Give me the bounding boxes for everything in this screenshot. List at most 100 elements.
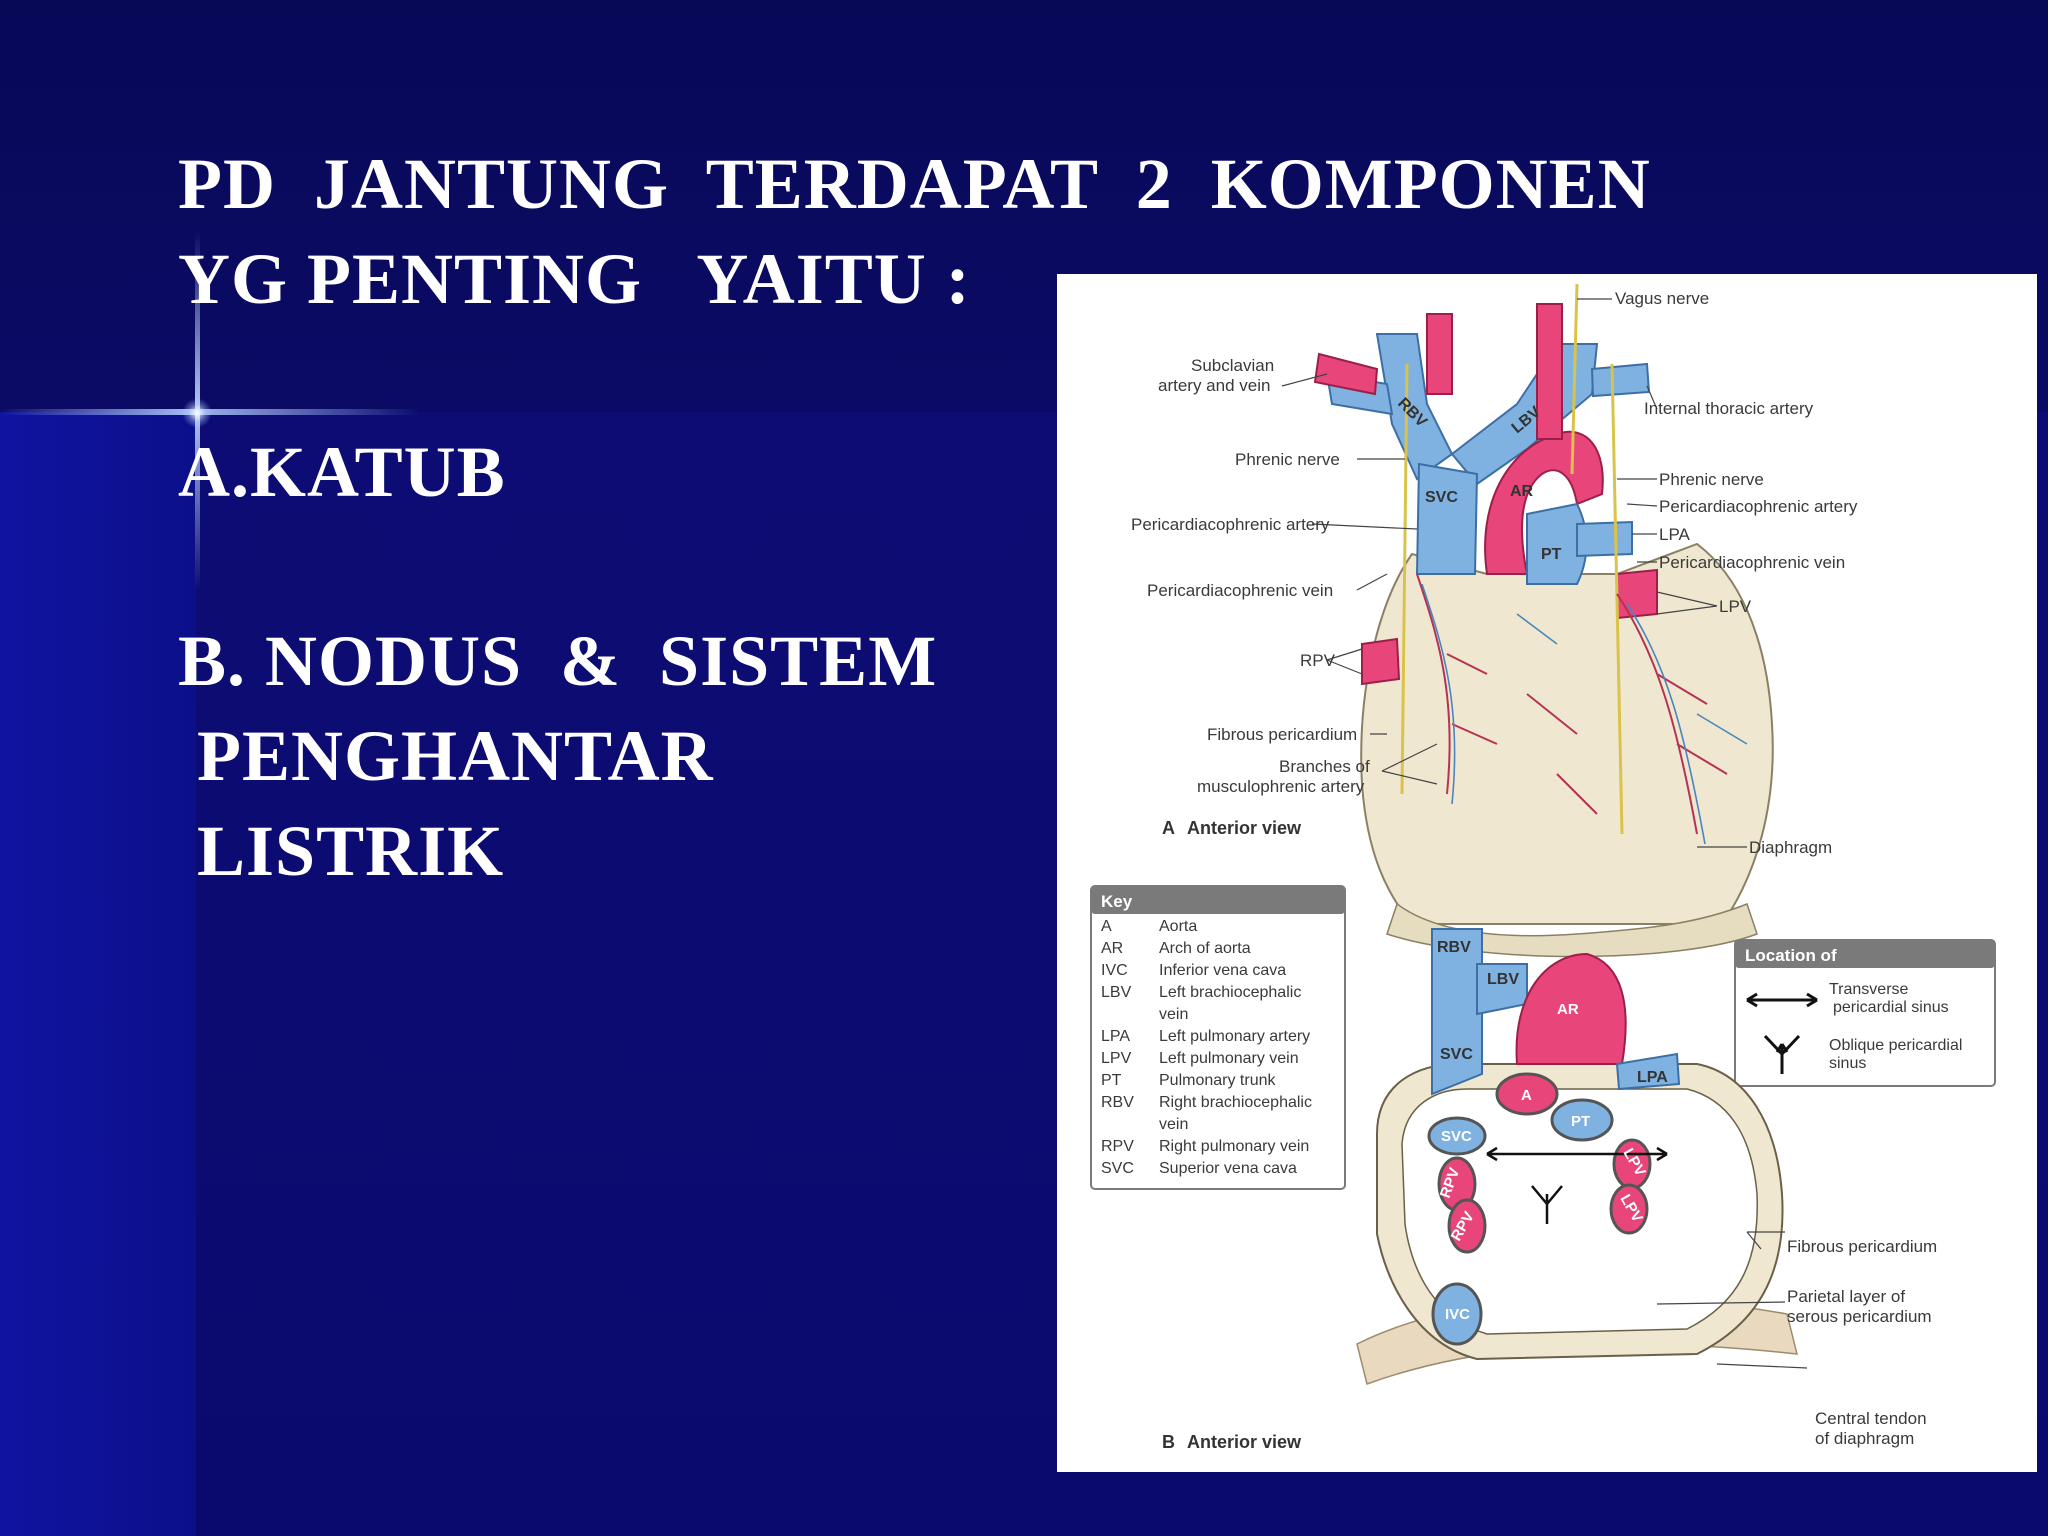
fibrous-pericardium-sac	[1360, 542, 1774, 925]
left-pulmonary-artery	[1576, 520, 1633, 558]
location-box: Location of Transverse pericardial sinus…	[1734, 939, 1996, 1087]
label-b-ivc: IVC	[1445, 1306, 1470, 1323]
label-b-fibrous-pericardium: Fibrous pericardium	[1787, 1237, 1937, 1256]
phrenic-nerve-right	[1400, 363, 1409, 795]
key-meaning: Right brachiocephalic	[1159, 1094, 1312, 1111]
transverse-sinus-arrow-icon	[1746, 992, 1818, 1008]
oblique-sinus-arrow-icon	[1763, 1034, 1801, 1074]
key-meaning: Left pulmonary artery	[1159, 1028, 1310, 1045]
label-branches-1: Branches of	[1279, 757, 1370, 776]
label-transverse-1: Transverse	[1829, 981, 1909, 998]
label-transverse-2: pericardial sinus	[1833, 999, 1949, 1016]
label-b-central-2: of diaphragm	[1815, 1429, 1914, 1448]
caption-a-letter: A	[1162, 818, 1175, 838]
key-abbr: IVC	[1101, 962, 1128, 979]
label-lpa: LPA	[1659, 525, 1691, 544]
key-meaning: Superior vena cava	[1159, 1160, 1297, 1177]
label-b-pt: PT	[1571, 1113, 1590, 1130]
key-abbr: LPA	[1101, 1028, 1130, 1045]
label-a-ar: AR	[1510, 483, 1534, 500]
subclavian-vein-right	[1590, 362, 1651, 398]
key-meaning: Inferior vena cava	[1159, 962, 1286, 979]
phrenic-nerve-left	[1610, 363, 1624, 835]
key-meaning: Left pulmonary vein	[1159, 1050, 1299, 1067]
key-meaning: Aorta	[1159, 918, 1197, 935]
label-internal-thoracic-artery: Internal thoracic artery	[1644, 399, 1814, 418]
lpa-b	[1615, 1052, 1681, 1091]
item-b-line-3: LISTRIK	[178, 811, 505, 891]
title-line-1: PD JANTUNG TERDAPAT 2 KOMPONEN	[178, 144, 1651, 224]
label-b-central-1: Central tendon	[1815, 1409, 1927, 1428]
subclavian-artery-left	[1313, 352, 1379, 396]
label-a-pt: PT	[1541, 546, 1562, 563]
key-abbr: LPV	[1101, 1050, 1132, 1067]
key-abbr: LBV	[1101, 984, 1132, 1001]
figure-b-anterior-view: RBV LBV AR SVC A LPA PT SVC RPV RPV LPV …	[1162, 928, 1937, 1452]
light-flare-core	[182, 398, 212, 428]
label-phrenic-nerve-right: Phrenic nerve	[1659, 470, 1764, 489]
label-b-ar: AR	[1557, 1001, 1579, 1018]
key-meaning: Arch of aorta	[1159, 940, 1251, 957]
cut-svc-b	[1427, 1116, 1487, 1156]
label-b-lpa: LPA	[1637, 1069, 1668, 1086]
label-lpv: LPV	[1719, 597, 1752, 616]
key-abbr: RPV	[1101, 1138, 1134, 1155]
caption-b-letter: B	[1162, 1432, 1175, 1452]
label-pericardiacophrenic-artery-left: Pericardiacophrenic artery	[1131, 515, 1330, 534]
label-subclavian-1: Subclavian	[1191, 356, 1274, 375]
cut-pulmonary-trunk-b	[1550, 1098, 1614, 1142]
caption-a: Anterior view	[1187, 818, 1302, 838]
pericardiacophrenic-vessels	[1416, 573, 1728, 835]
key-abbr: A	[1101, 918, 1112, 935]
label-pericardiacophrenic-artery-right: Pericardiacophrenic artery	[1659, 497, 1858, 516]
location-title: Location of	[1745, 946, 1837, 965]
label-b-svc: SVC	[1440, 1046, 1473, 1063]
cut-aorta-b	[1495, 1072, 1559, 1116]
slide-left-band	[0, 412, 196, 1536]
heart-pericardium-illustration: RBV LBV SVC AR PT Vagus nerve Subclavian…	[1057, 274, 2037, 1472]
item-a-katub: A.KATUB	[178, 432, 506, 512]
key-meaning: vein	[1159, 1006, 1188, 1023]
item-b-line-2: PENGHANTAR	[178, 716, 714, 796]
label-b-lbv: LBV	[1487, 971, 1519, 988]
label-a-svc: SVC	[1425, 489, 1458, 506]
rbv-svc-b	[1431, 928, 1483, 1096]
cut-lpv2-b	[1609, 1183, 1649, 1235]
cut-rpv2-b	[1447, 1198, 1487, 1254]
label-subclavian-2: artery and vein	[1158, 376, 1270, 395]
label-oblique-2: sinus	[1829, 1055, 1866, 1072]
key-meaning: Right pulmonary vein	[1159, 1138, 1309, 1155]
label-b-parietal-1: Parietal layer of	[1787, 1287, 1905, 1306]
caption-b: Anterior view	[1187, 1432, 1302, 1452]
pericardiacophrenic-veins-branches	[1421, 583, 1748, 845]
figure-a-anterior-view: RBV LBV SVC AR PT Vagus nerve Subclavian…	[1131, 283, 1858, 958]
brachiocephalic-artery	[1426, 313, 1453, 395]
label-pericardiacophrenic-vein-left: Pericardiacophrenic vein	[1147, 581, 1333, 600]
key-abbr: SVC	[1101, 1160, 1134, 1177]
label-vagus-nerve: Vagus nerve	[1615, 289, 1709, 308]
key-title: Key	[1101, 892, 1133, 911]
label-b-parietal-2: serous pericardium	[1787, 1307, 1932, 1326]
key-meaning: Pulmonary trunk	[1159, 1072, 1276, 1089]
label-phrenic-nerve-left: Phrenic nerve	[1235, 450, 1340, 469]
item-b-line-1: B. NODUS & SISTEM	[178, 621, 938, 701]
label-rpv: RPV	[1300, 651, 1336, 670]
label-b-rbv: RBV	[1437, 939, 1471, 956]
transverse-sinus-arrow-b-icon	[1486, 1146, 1668, 1162]
superior-vena-cava	[1415, 462, 1479, 575]
key-abbr: AR	[1101, 940, 1123, 957]
label-oblique-1: Oblique pericardial	[1829, 1037, 1962, 1054]
key-meaning: Left brachiocephalic	[1159, 984, 1301, 1001]
label-branches-2: musculophrenic artery	[1197, 777, 1365, 796]
aortic-arch-b	[1515, 952, 1627, 1065]
vagus-nerve	[1570, 283, 1579, 475]
label-b-svc2: SVC	[1441, 1128, 1472, 1145]
key-abbr: PT	[1101, 1072, 1122, 1089]
left-common-carotid	[1536, 303, 1563, 440]
left-pulmonary-veins	[1616, 568, 1658, 620]
oblique-sinus-arrow-b-icon	[1531, 1185, 1563, 1224]
key-meaning: vein	[1159, 1116, 1188, 1133]
label-diaphragm: Diaphragm	[1749, 838, 1832, 857]
